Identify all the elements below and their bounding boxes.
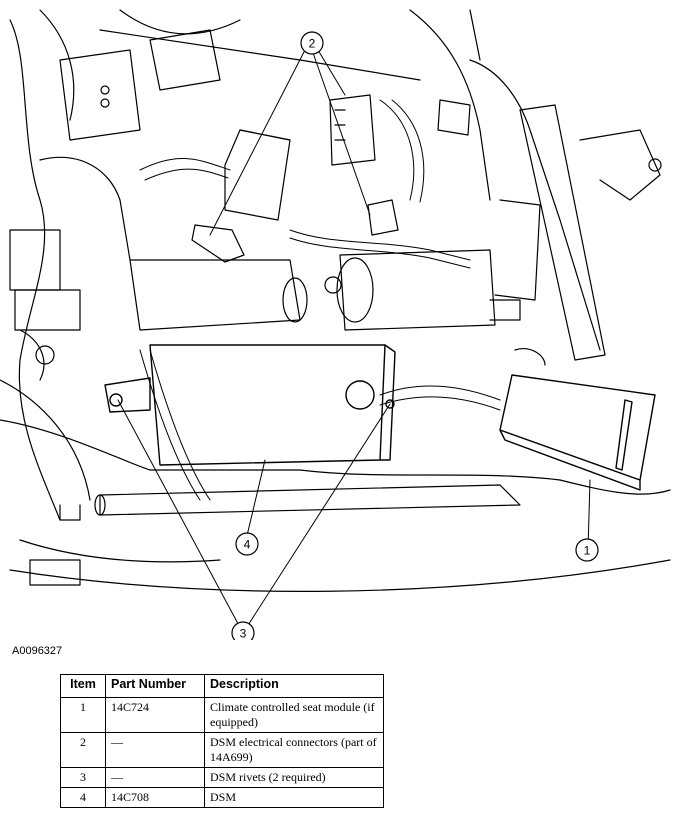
description-cell: Climate controlled seat module (if equip… — [204, 697, 384, 733]
seat-frame — [0, 9, 662, 521]
table-row: 2 — DSM electrical connectors (part of 1… — [60, 732, 384, 768]
leader-lines — [117, 49, 591, 634]
description-cell: DSM — [204, 787, 384, 808]
seat-track — [0, 419, 671, 592]
part-number-cell: — — [105, 732, 205, 768]
parts-table: Item Part Number Description 1 14C724 Cl… — [60, 674, 384, 808]
svg-text:4: 4 — [244, 538, 251, 552]
item-cell: 4 — [60, 787, 106, 808]
part-number-cell: 14C724 — [105, 697, 205, 733]
table-row: 4 14C708 DSM — [60, 787, 384, 808]
item-cell: 2 — [60, 732, 106, 768]
callout-2: 2 — [300, 31, 324, 55]
climate-seat-module — [499, 374, 656, 491]
wiring-harness — [139, 99, 501, 501]
svg-text:2: 2 — [309, 37, 316, 51]
column-header-description: Description — [204, 674, 384, 698]
table-row: 3 — DSM rivets (2 required) — [60, 767, 384, 788]
part-number-cell: 14C708 — [105, 787, 205, 808]
item-cell: 1 — [60, 697, 106, 733]
description-cell: DSM electrical connectors (part of 14A69… — [204, 732, 384, 768]
seat-motor — [129, 249, 521, 331]
table-header-row: Item Part Number Description — [60, 674, 384, 698]
callout-4: 4 — [235, 532, 259, 556]
dsm-module — [104, 344, 396, 466]
figure-id: A0096327 — [12, 645, 63, 657]
column-header-part-number: Part Number — [105, 674, 205, 698]
seat-module-illustration: 2 1 4 3 — [0, 9, 671, 641]
table-row: 1 14C724 Climate controlled seat module … — [60, 697, 384, 733]
item-cell: 3 — [60, 767, 106, 788]
description-cell: DSM rivets (2 required) — [204, 767, 384, 788]
callout-1: 1 — [575, 538, 599, 562]
svg-text:1: 1 — [584, 544, 591, 558]
callout-3: 3 — [231, 621, 255, 641]
part-number-cell: — — [105, 767, 205, 788]
column-header-item: Item — [60, 674, 106, 698]
dsm-connectors — [191, 94, 399, 263]
svg-text:3: 3 — [240, 627, 247, 641]
